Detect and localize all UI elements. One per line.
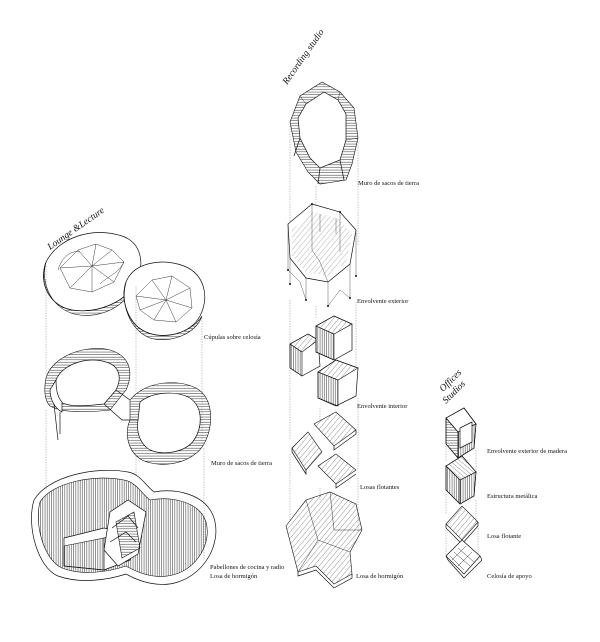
label-offices-timber: Envolvente exterior de madera [487, 448, 567, 455]
lounge-earthbag-wall [44, 348, 212, 465]
offices-group: Offices Studios Envolvente exterior de m… [437, 367, 567, 580]
label-lounge-pavilions: Pabellones de cocina y radio [210, 564, 284, 571]
recording-earthbag-wall [289, 81, 359, 185]
label-recording-wall: Muro de sacos de tierra [358, 180, 419, 187]
label-offices-steel: Estructura metálica [487, 493, 537, 500]
offices-floating-slab [445, 505, 479, 545]
label-lounge-domes: Cúpulas sobre celosía [204, 334, 261, 341]
lounge-group: Lounge &Lecture Cúpulas sobre celosía Mu… [31, 206, 284, 585]
recording-title: Recording studio [281, 28, 327, 88]
recording-group: Recording studio Muro de sacos de tierra… [281, 28, 419, 589]
lounge-slab-pavilions [31, 469, 217, 585]
label-lounge-wall: Muro de sacos de tierra [211, 460, 272, 467]
recording-concrete-slab [285, 491, 363, 589]
recording-floating-slabs [291, 411, 357, 489]
label-recording-floating: Losas flotantes [360, 484, 400, 491]
lounge-domes [43, 232, 206, 341]
offices-steel-structure [445, 455, 477, 505]
recording-inner-envelope [289, 315, 359, 407]
label-offices-lattice: Celosía de apoyo [487, 573, 532, 580]
offices-support-lattice [445, 539, 483, 579]
label-recording-inner: Envolvente interior [357, 403, 408, 410]
label-recording-slab: Losa de hormigón [356, 573, 404, 580]
offices-timber-envelope [445, 407, 477, 459]
label-lounge-slab: Losa de hormigón [210, 573, 258, 580]
recording-outer-envelope [287, 203, 357, 307]
label-offices-floating: Losa flotante [487, 533, 521, 540]
label-recording-outer: Envolvente exterior [357, 298, 409, 305]
